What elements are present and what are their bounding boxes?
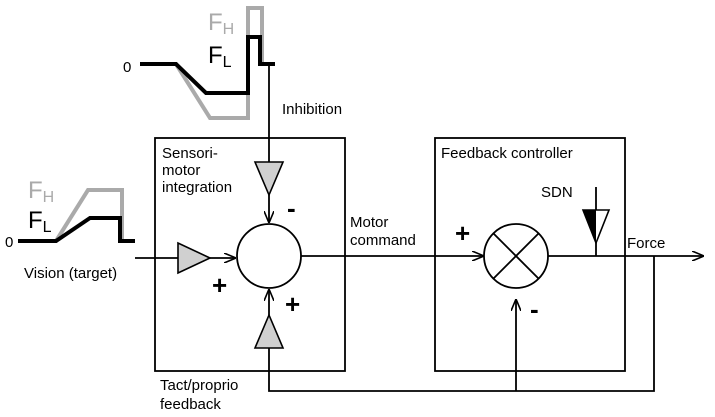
top-fh-label: FH (208, 9, 234, 38)
tact-label-line-1: Tact/proprio (160, 377, 238, 394)
sensorimotor-title-line-1: Sensori- (162, 145, 218, 162)
vision-gain-triangle (177, 241, 212, 275)
sdn-label: SDN (541, 184, 573, 201)
tact-sign: + (285, 289, 300, 319)
top-waveform: 0 FH FL (123, 6, 275, 120)
left-waveform: 0 FH FL (5, 177, 135, 251)
feedback-controller-title: Feedback controller (441, 145, 573, 162)
top-zero-label: 0 (123, 59, 131, 76)
motor-command-label-line-2: command (350, 232, 416, 249)
tact-feedback-line (268, 256, 655, 392)
vision-label: Vision (target) (24, 265, 117, 282)
sensorimotor-title-line-2: motor (162, 162, 200, 179)
inhibition-label: Inhibition (282, 101, 342, 118)
multiplier-junction (483, 223, 549, 289)
left-fl-label: FL (28, 207, 52, 236)
tact-label-line-2: feedback (160, 396, 221, 413)
force-label: Force (627, 235, 665, 252)
top-fl-trace (140, 35, 275, 95)
feedback-sign: - (530, 294, 539, 324)
motor-command-label-line-1: Motor (350, 214, 388, 231)
left-zero-label: 0 (5, 234, 13, 251)
summing-junction (236, 223, 302, 289)
sdn-gain-triangle-shade (583, 210, 596, 243)
left-fl-trace (18, 216, 135, 243)
sensorimotor-title-line-3: integration (162, 179, 232, 196)
vision-sign: + (212, 270, 227, 300)
feedback-controller-box: Feedback controller (434, 137, 626, 372)
motor-in-sign: + (455, 218, 470, 248)
top-fl-label: FL (208, 42, 232, 71)
left-fh-label: FH (28, 177, 54, 206)
inhibition-sign: - (287, 193, 296, 223)
inhibition-gain-triangle (253, 161, 285, 198)
tact-gain-triangle (253, 312, 285, 349)
